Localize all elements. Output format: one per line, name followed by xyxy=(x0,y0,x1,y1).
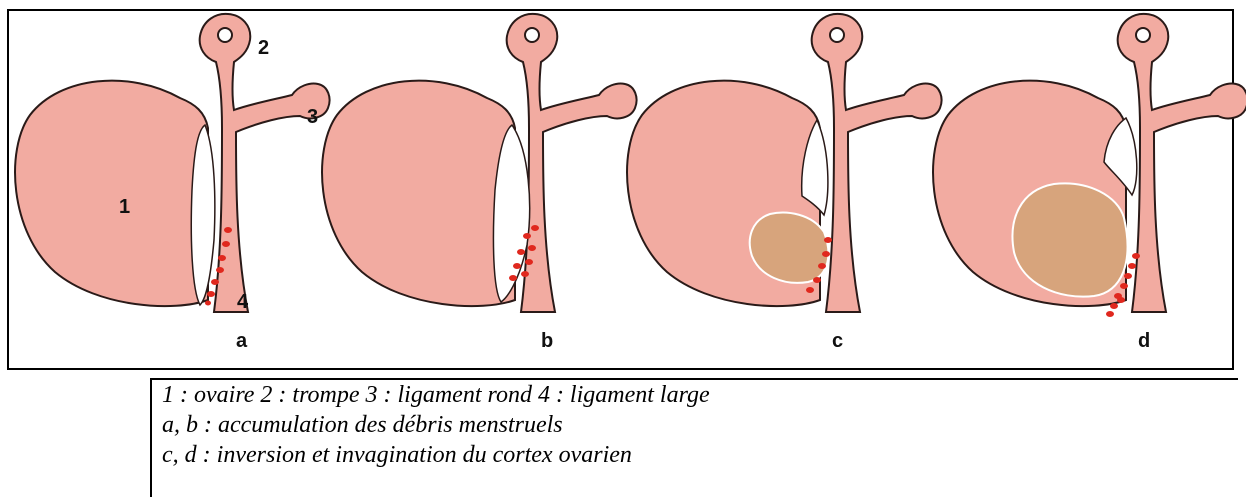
label-tube-number: 2 xyxy=(258,37,269,59)
panel-label-a: a xyxy=(236,330,248,352)
caption-box: 1 : ovaire 2 : trompe 3 : ligament rond … xyxy=(150,378,1238,497)
endometrioma-diagram: 1 2 3 4 a b c xyxy=(0,0,1246,380)
panel-a: 1 2 3 4 a xyxy=(15,14,330,352)
panel-label-d: d xyxy=(1138,330,1150,352)
label-ovary-number: 1 xyxy=(119,196,130,218)
panel-c: c xyxy=(627,14,942,352)
caption-line-cd: c, d : inversion et invagination du cort… xyxy=(152,440,1238,470)
panel-label-c: c xyxy=(832,330,843,352)
panel-d: d xyxy=(933,14,1246,352)
panel-b: b xyxy=(322,14,637,352)
panel-label-b: b xyxy=(541,330,553,352)
label-broad-ligament-number: 4 xyxy=(237,291,249,313)
caption-line-legend: 1 : ovaire 2 : trompe 3 : ligament rond … xyxy=(152,380,1238,410)
label-round-ligament-number: 3 xyxy=(307,106,318,128)
caption-line-ab: a, b : accumulation des débris menstruel… xyxy=(152,410,1238,440)
